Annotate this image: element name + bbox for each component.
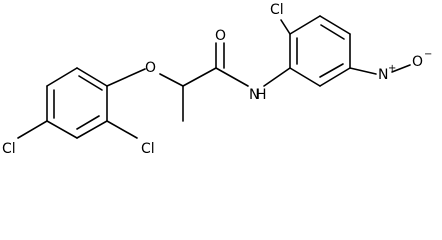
carbonyl-oxygen-label: O xyxy=(215,28,226,44)
right-ring-bond xyxy=(319,67,351,87)
ether-oxygen-label: O xyxy=(145,60,156,76)
molecule-drawing: Cl Cl Cl O O N H N + O − xyxy=(2,2,432,157)
nitro-nitrogen-label: N xyxy=(378,67,388,83)
left-ring-bond xyxy=(17,120,48,139)
n-c-bond xyxy=(263,67,291,87)
left-ring-bond xyxy=(46,120,78,139)
right-ring-bond xyxy=(289,67,321,87)
right-ring-bond xyxy=(319,15,351,35)
right-ring-double-bond xyxy=(319,63,344,78)
nitro-oxygen-label: O xyxy=(412,54,423,70)
c-nitro-bond xyxy=(349,67,377,75)
c-cl-bond xyxy=(280,19,291,35)
nitro-negative-charge-label: − xyxy=(424,49,432,60)
amide-hydrogen-label: H xyxy=(256,87,267,103)
right-ring-bond xyxy=(289,15,321,35)
left-ring-bond xyxy=(76,120,108,139)
c-n-bond xyxy=(215,67,249,87)
amide-nitrogen-label: N xyxy=(249,87,259,103)
left-ring-double-bond xyxy=(76,115,100,130)
left-ring-bond xyxy=(46,67,78,87)
left-ring-bond xyxy=(76,67,108,87)
c-c-bond xyxy=(182,67,217,87)
left-ring-double-bond xyxy=(78,75,103,91)
chlorine-atom-label: Cl xyxy=(270,2,284,18)
c-cl-bond xyxy=(106,120,138,139)
nitro-positive-charge-label: + xyxy=(388,63,396,74)
right-ring-double-bond xyxy=(320,24,345,40)
chlorine-atom-label: Cl xyxy=(2,141,16,157)
chemical-structure-diagram: Cl Cl Cl O O N H N + O − xyxy=(2,2,433,157)
n-o-bond xyxy=(391,64,411,73)
c-o-bond xyxy=(106,68,146,87)
chlorine-atom-label: Cl xyxy=(141,141,155,157)
o-c-bond xyxy=(159,73,184,87)
